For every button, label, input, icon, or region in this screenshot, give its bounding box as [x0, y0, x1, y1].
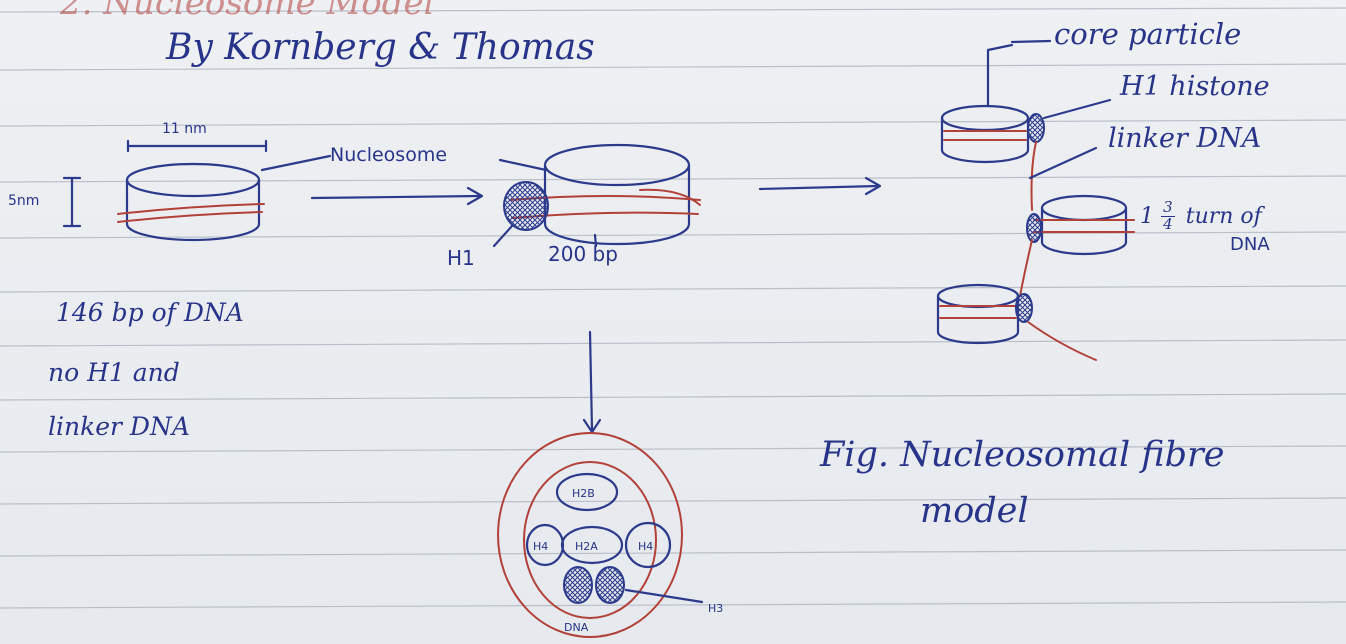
- arrow-right-icon: [312, 188, 482, 204]
- h2b-label: H2B: [572, 487, 595, 500]
- width-label: 11 nm: [162, 122, 207, 136]
- turn-suffix: turn of: [1186, 204, 1262, 229]
- turn-prefix: 1: [1140, 204, 1154, 229]
- turn-dna-label: DNA: [1230, 236, 1270, 254]
- height-label: 5nm: [8, 194, 39, 208]
- arrow-right-icon: [760, 178, 880, 194]
- note-line-3: linker DNA: [48, 414, 190, 439]
- h2a-label: H2A: [575, 540, 598, 553]
- h4-left-label: H4: [533, 540, 548, 553]
- nucleosomal-fibre: [938, 41, 1134, 360]
- linker-dna-label: linker DNA: [1108, 125, 1261, 152]
- dna-label: DNA: [564, 621, 589, 634]
- h1-label: H1: [447, 248, 475, 268]
- core-particle-label: core particle: [1054, 20, 1241, 49]
- arrow-down-icon: [584, 332, 600, 432]
- nucleosome-label: Nucleosome: [330, 146, 447, 165]
- bp-label: 200 bp: [548, 244, 618, 264]
- h1-histone-label: H1 histone: [1120, 73, 1270, 100]
- turn-label: 1 3 4 turn of: [1140, 200, 1262, 233]
- core-particle-cylinder: [64, 141, 330, 240]
- caption-line-2: model: [920, 494, 1029, 529]
- turn-denominator: 4: [1163, 217, 1173, 233]
- h3-label: H3: [708, 602, 723, 615]
- nucleosome-cylinder: [494, 145, 700, 246]
- histone-octamer-cross-section: H2B H2A H4 H4 H3 DNA: [498, 433, 723, 637]
- byline: By Kornberg & Thomas: [166, 30, 595, 66]
- note-line-1: 146 bp of DNA: [56, 300, 244, 325]
- h4-right-label: H4: [638, 540, 653, 553]
- note-line-2: no H1 and: [48, 360, 180, 385]
- caption-line-1: Fig. Nucleosomal fibre: [820, 438, 1224, 473]
- heading-partial: 2. Nucleosome Model: [60, 0, 435, 20]
